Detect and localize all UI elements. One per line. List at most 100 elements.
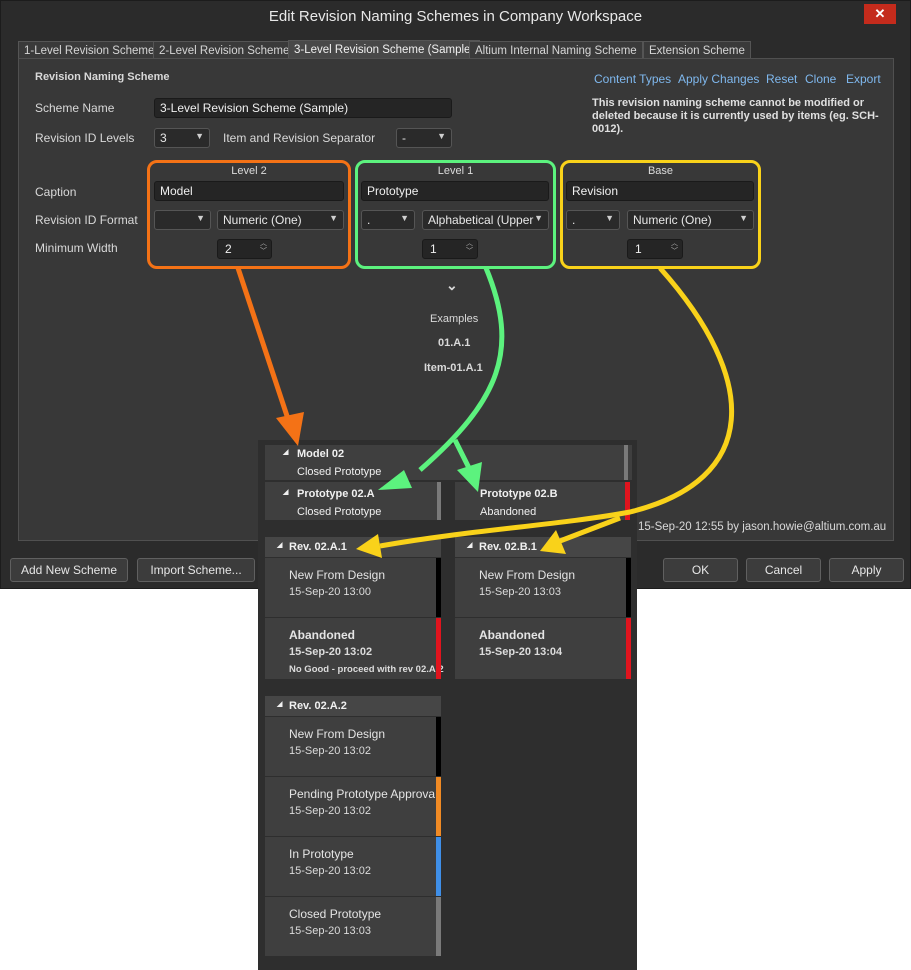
revision-state-card[interactable]: In Prototype 15-Sep-20 13:02 [265, 837, 441, 896]
rev-a1-header[interactable]: ◢ Rev. 02.A.1 [265, 537, 441, 557]
revision-state-card[interactable]: Closed Prototype 15-Sep-20 13:03 [265, 897, 441, 956]
separator-value: - [402, 131, 406, 145]
level-1-separator-value: . [367, 213, 371, 227]
model-node[interactable]: ◢ Model 02 Closed Prototype [265, 445, 632, 480]
close-button[interactable]: ✕ [864, 4, 896, 24]
import-scheme-button[interactable]: Import Scheme... [137, 558, 255, 582]
tab-1-level[interactable]: 1-Level Revision Scheme [18, 41, 161, 59]
revision-state-card[interactable]: New From Design 15-Sep-20 13:02 [265, 717, 441, 776]
spinner-icon[interactable]: ︿﹀ [466, 240, 473, 255]
base-caption-field[interactable]: Revision [566, 181, 754, 201]
chevron-down-icon: ▼ [437, 131, 446, 141]
window-title: Edit Revision Naming Schemes in Company … [268, 8, 643, 25]
status-bar [436, 897, 441, 956]
state-date: 15-Sep-20 13:02 [289, 646, 373, 658]
state-label: Pending Prototype Approva [289, 787, 436, 801]
triangle-expanded-icon[interactable]: ◢ [283, 489, 289, 496]
level-2-separator-select[interactable]: ▼ [154, 210, 211, 230]
base-format-select[interactable]: Numeric (One) ▼ [627, 210, 754, 230]
state-label: Abandoned [289, 628, 355, 642]
level-1-format-value: Alphabetical (Upper [428, 213, 534, 227]
tab-extension-scheme[interactable]: Extension Scheme [643, 41, 751, 59]
clone-link[interactable]: Clone [805, 72, 837, 86]
revision-state-card[interactable]: Abandoned 15-Sep-20 13:04 [455, 618, 631, 679]
base-separator-select[interactable]: . ▼ [566, 210, 620, 230]
state-label: New From Design [289, 568, 386, 582]
level-2-title: Level 2 [231, 165, 267, 177]
chevron-down-icon[interactable]: ⌄ [446, 277, 458, 293]
locked-note: This revision naming scheme cannot be mo… [592, 97, 879, 135]
base-level-title: Base [647, 165, 674, 177]
prototype-a-title: Prototype 02.A [297, 488, 375, 500]
base-format-value: Numeric (One) [633, 213, 712, 227]
add-new-scheme-button[interactable]: Add New Scheme [10, 558, 128, 582]
minimum-width-label: Minimum Width [35, 241, 118, 255]
prototype-b-node[interactable]: Prototype 02.B Abandoned [455, 482, 630, 520]
level-1-caption-field[interactable]: Prototype [361, 181, 549, 201]
triangle-expanded-icon[interactable]: ◢ [467, 542, 473, 549]
level-2-format-value: Numeric (One) [223, 213, 302, 227]
level-1-title: Level 1 [437, 165, 474, 177]
example-1: 01.A.1 [438, 337, 471, 349]
level-2-caption-field[interactable]: Model [154, 181, 344, 201]
scheme-name-label: Scheme Name [35, 101, 115, 115]
status-bar [436, 777, 441, 836]
ok-button[interactable]: OK [663, 558, 738, 582]
reset-link[interactable]: Reset [766, 72, 798, 86]
level-1-format-select[interactable]: Alphabetical (Upper ▼ [422, 210, 549, 230]
level-2-min-width-spinner[interactable]: 2 ︿﹀ [217, 239, 272, 259]
triangle-expanded-icon[interactable]: ◢ [277, 701, 283, 708]
triangle-expanded-icon[interactable]: ◢ [283, 449, 289, 456]
chevron-down-icon: ▼ [400, 213, 409, 223]
state-label: In Prototype [289, 847, 354, 861]
state-label: New From Design [289, 727, 386, 741]
state-date: 15-Sep-20 13:02 [289, 865, 371, 877]
chevron-down-icon: ▼ [534, 213, 543, 223]
revision-tree-panel: ◢ Model 02 Closed Prototype ◢ Prototype … [258, 440, 637, 970]
separator-select[interactable]: - ▼ [396, 128, 452, 148]
revision-state-card[interactable]: New From Design 15-Sep-20 13:00 [265, 558, 441, 617]
level-2-format-select[interactable]: Numeric (One) ▼ [217, 210, 344, 230]
cancel-button[interactable]: Cancel [746, 558, 821, 582]
level-2-min-width-value: 2 [225, 242, 232, 256]
apply-button[interactable]: Apply [829, 558, 904, 582]
title-bar[interactable]: Edit Revision Naming Schemes in Company … [1, 1, 910, 31]
spinner-icon[interactable]: ︿﹀ [671, 240, 678, 255]
tab-3-level-sample[interactable]: 3-Level Revision Scheme (Sample) [288, 40, 481, 59]
level-1-min-width-value: 1 [430, 242, 437, 256]
revision-id-levels-label: Revision ID Levels [35, 131, 135, 145]
level-1-separator-select[interactable]: . ▼ [361, 210, 415, 230]
base-min-width-spinner[interactable]: 1 ︿﹀ [627, 239, 683, 259]
scheme-name-field[interactable]: 3-Level Revision Scheme (Sample) [154, 98, 452, 118]
triangle-expanded-icon[interactable]: ◢ [277, 542, 283, 549]
export-link[interactable]: Export [846, 72, 881, 86]
tab-2-level[interactable]: 2-Level Revision Scheme [153, 41, 296, 59]
revision-state-card[interactable]: Abandoned 15-Sep-20 13:02 No Good - proc… [265, 618, 444, 679]
state-date: 15-Sep-20 13:03 [479, 586, 561, 598]
rev-a2-title: Rev. 02.A.2 [289, 700, 347, 712]
tab-altium-internal[interactable]: Altium Internal Naming Scheme [469, 41, 643, 59]
rev-a2-header[interactable]: ◢ Rev. 02.A.2 [265, 696, 441, 716]
state-note: No Good - proceed with rev 02.A.2 [289, 664, 444, 675]
section-title: Revision Naming Scheme [35, 71, 170, 83]
prototype-b-state: Abandoned [480, 506, 537, 518]
rev-b1-header[interactable]: ◢ Rev. 02.B.1 [455, 537, 631, 557]
revision-state-card[interactable]: Pending Prototype Approva 15-Sep-20 13:0… [265, 777, 441, 836]
level-1-min-width-spinner[interactable]: 1 ︿﹀ [422, 239, 478, 259]
status-bar [436, 558, 441, 617]
spinner-icon[interactable]: ︿﹀ [260, 240, 267, 255]
base-separator-value: . [572, 213, 576, 227]
revision-id-levels-select[interactable]: 3 ▼ [154, 128, 210, 148]
examples-label: Examples [430, 313, 479, 325]
status-bar [436, 618, 441, 679]
chevron-down-icon: ▼ [739, 213, 748, 223]
prototype-a-node[interactable]: ◢ Prototype 02.A Closed Prototype [265, 482, 441, 520]
revision-state-card[interactable]: New From Design 15-Sep-20 13:03 [455, 558, 631, 617]
state-date: 15-Sep-20 13:04 [479, 646, 563, 658]
chevron-down-icon: ▼ [329, 213, 338, 223]
prototype-b-title: Prototype 02.B [480, 488, 558, 500]
content-types-link[interactable]: Content Types [594, 72, 672, 86]
apply-changes-link[interactable]: Apply Changes [678, 72, 760, 86]
status-bar [437, 482, 441, 520]
example-2: Item-01.A.1 [424, 362, 483, 374]
